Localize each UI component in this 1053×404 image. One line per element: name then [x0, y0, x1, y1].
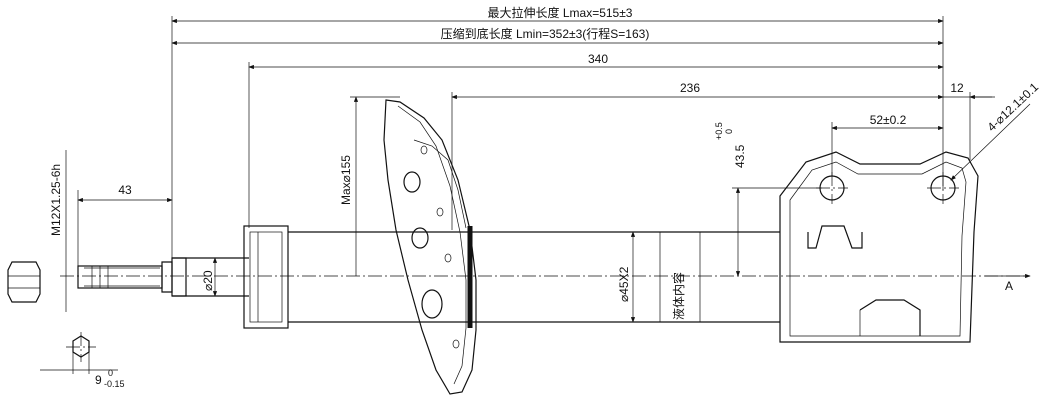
rod-diameter-label: ⌀20 [201, 270, 215, 291]
hex-tol-lower: -0.15 [104, 379, 125, 389]
hole-height-label: 43.5 [733, 144, 747, 168]
holes-leader-line [950, 103, 1031, 181]
piston-rod [171, 257, 249, 297]
lmin-label: 压缩到底长度 Lmin=352±3(行程S=163) [441, 26, 650, 41]
dimension-12-label: 12 [950, 81, 964, 95]
hex-tol-upper: 0 [108, 368, 113, 378]
knuckle-bracket [779, 151, 979, 343]
dimension-43-label: 43 [118, 183, 132, 197]
hole-height-tol-upper: +0.5 [714, 122, 724, 140]
lmax-label: 最大拉伸长度 Lmax=515±3 [488, 5, 633, 20]
holes-label: 4-⌀12.1±0.1 [984, 80, 1041, 134]
thread-label: M12X1.25-6h [49, 164, 63, 236]
dimension-236-label: 236 [680, 81, 700, 95]
section-label-a: A [1005, 279, 1013, 293]
fluid-content-label: 液体内容 [671, 272, 686, 320]
dimension-340-label: 340 [588, 52, 608, 66]
threaded-rod-end [77, 261, 173, 293]
dust-cap [243, 225, 289, 329]
hex-size-label: 9 [95, 373, 102, 387]
spring-seat-plate [383, 99, 477, 395]
body-diameter-label: ⌀45X2 [617, 266, 631, 302]
max-diameter-label: Max⌀155 [339, 155, 353, 205]
cylinder-body [288, 231, 780, 323]
hex-section-view [40, 332, 118, 374]
hole-height-tol-lower: 0 [724, 129, 734, 134]
hole-spacing-label: 52±0.2 [870, 113, 907, 127]
nut-side-view [7, 261, 41, 303]
